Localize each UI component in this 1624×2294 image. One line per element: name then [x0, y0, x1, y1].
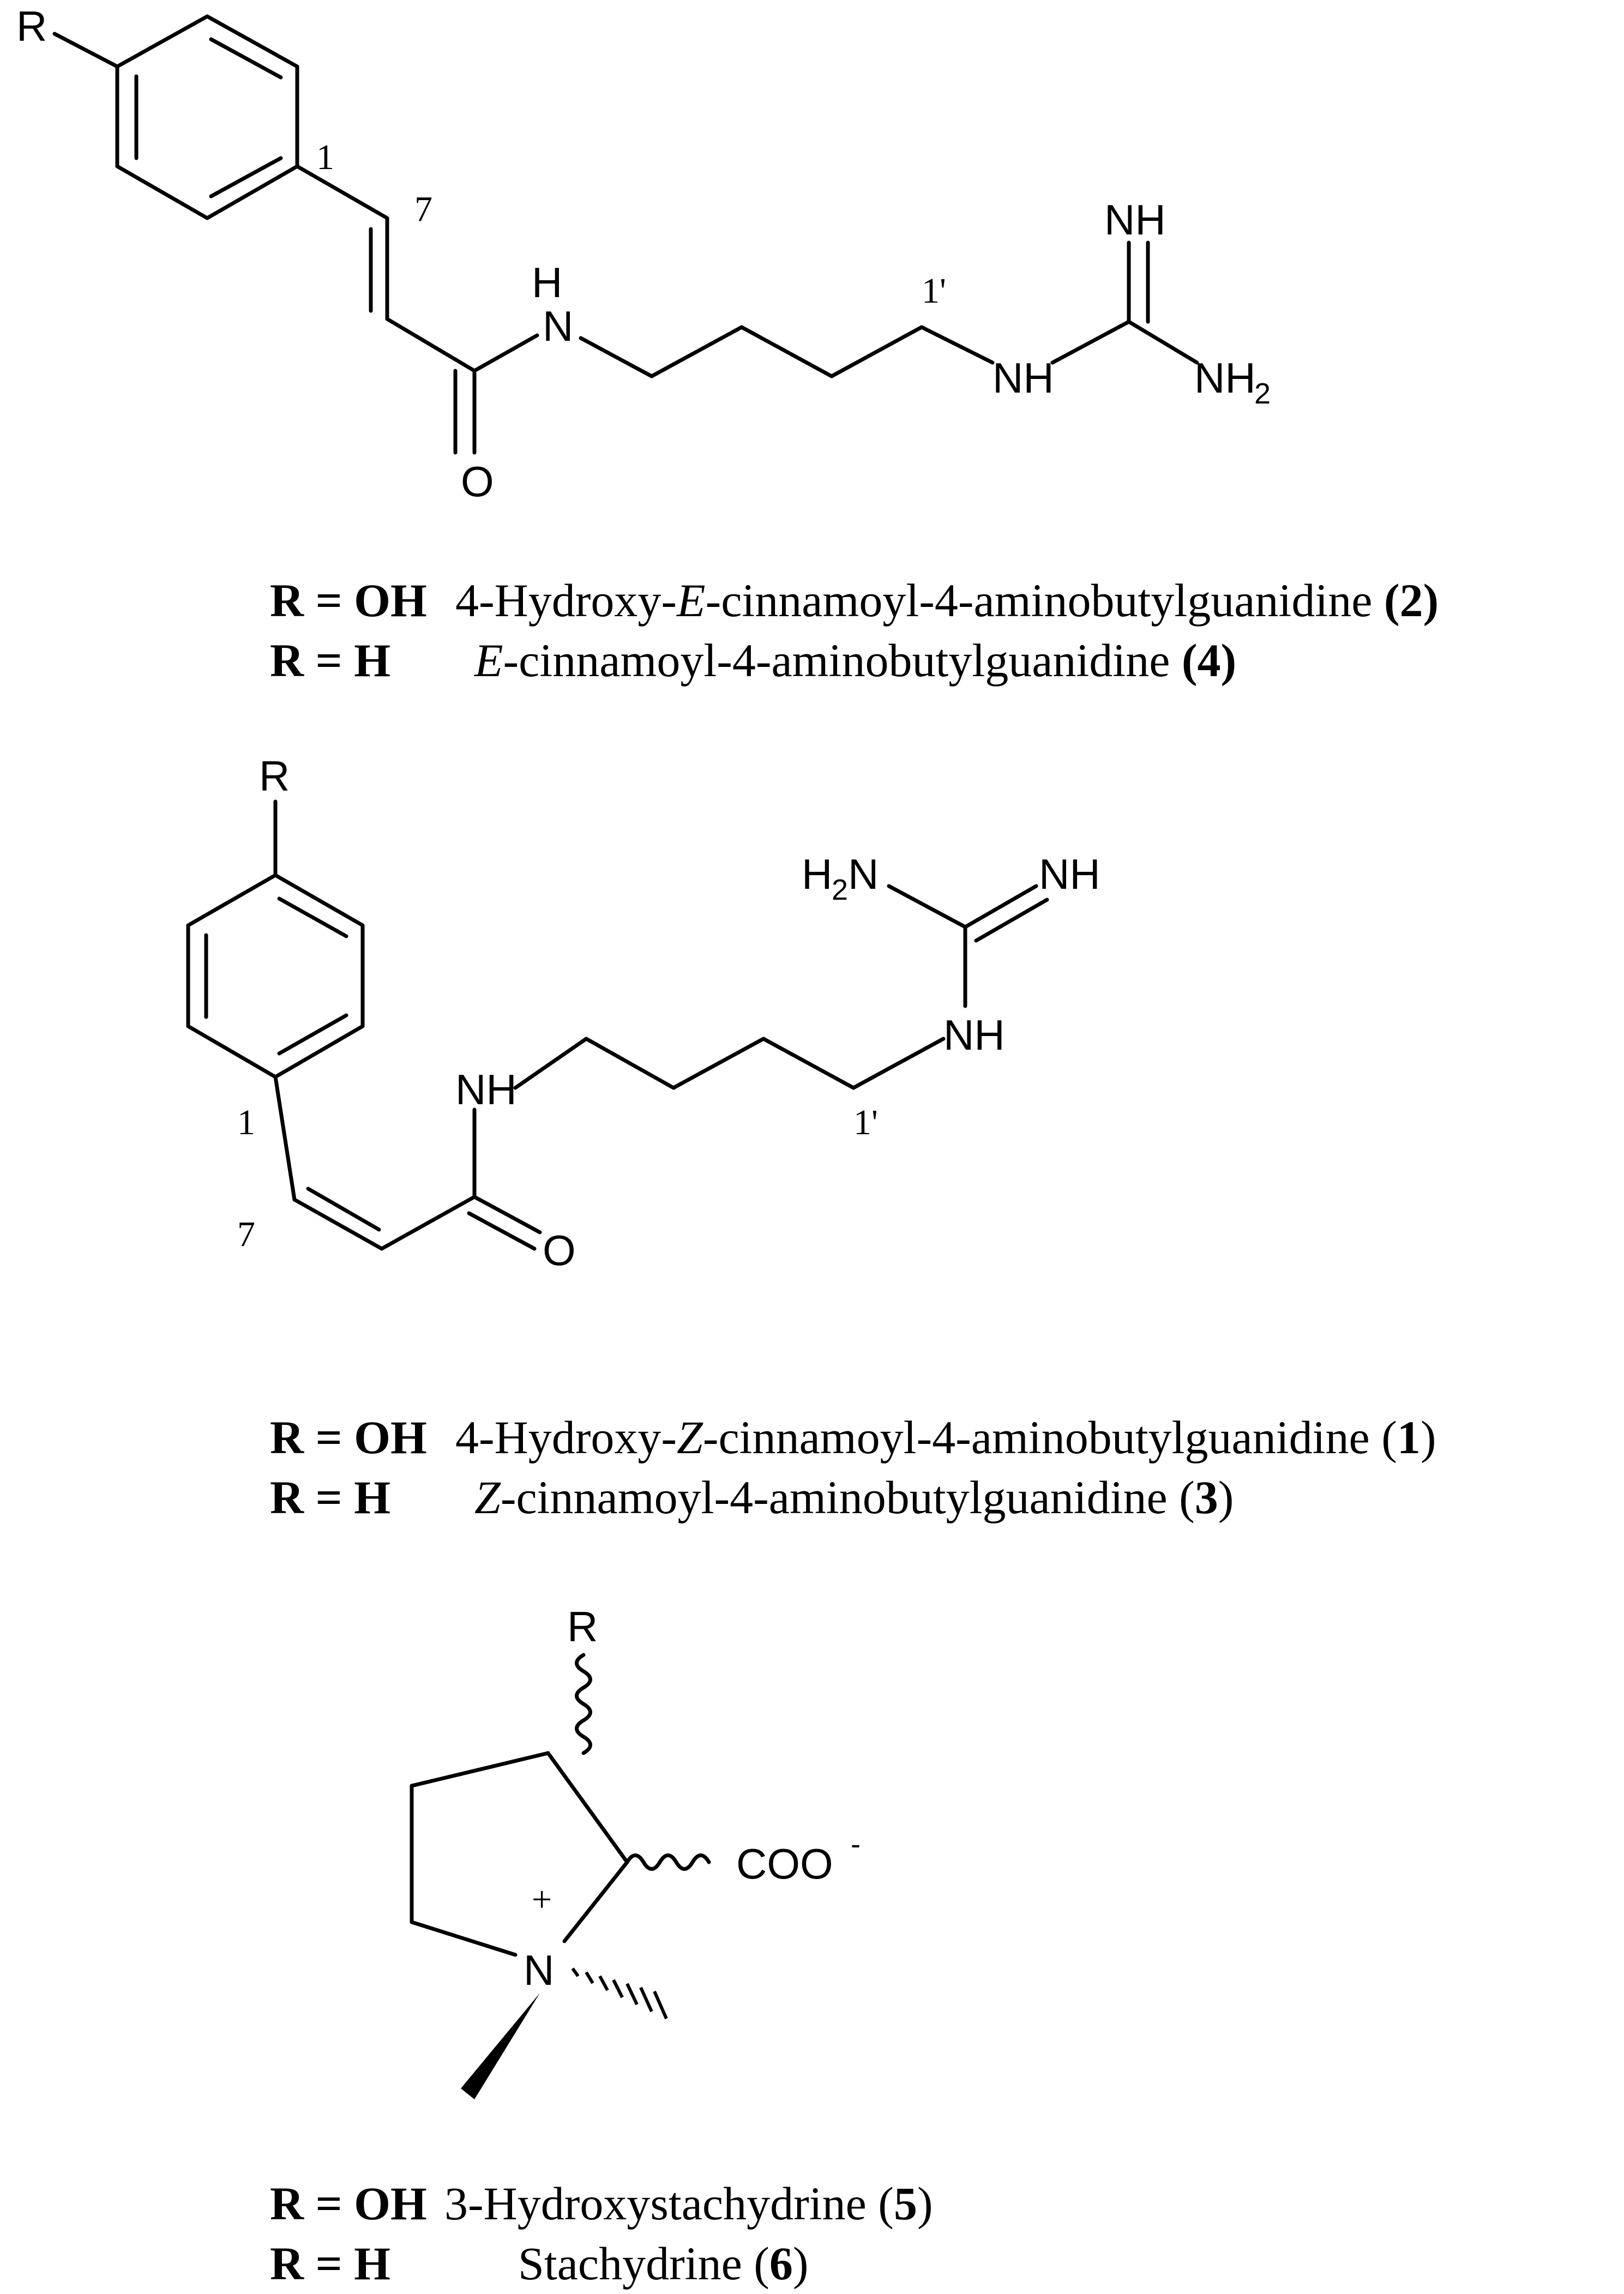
butyl-bond [739, 325, 834, 378]
caption-name-1: 4-Hydroxy-Z-cinnamoyl-4-aminobutylguanid… [455, 1411, 1436, 1464]
butyl-bond [671, 1037, 766, 1090]
caption-line-4: R = H [270, 634, 390, 687]
r-label-z: R [259, 752, 290, 800]
c1-c7-bond [295, 164, 389, 220]
butyl-bond [584, 1037, 676, 1090]
nh-link-label: NH [943, 1011, 1005, 1059]
hashed-methyl-bond [571, 1967, 668, 2020]
imine-double-bond-z [963, 884, 1038, 929]
caption-e-compounds: R = OH 4-Hydroxy-E-cinnamoyl-4-aminobuty… [270, 574, 1439, 687]
caption-name-6: Stachydrine (6) [518, 2237, 809, 2290]
butyl-bond [579, 336, 654, 378]
amine-bond-z [887, 884, 967, 929]
r-oh-label: R = OH [270, 574, 427, 627]
caption-line-2: R = OH [270, 574, 427, 627]
c1-prime-label-z: 1' [853, 1103, 878, 1142]
structure-z-cinnamoyl: R O NH 1' NH H 2 N NH 1 7 [186, 752, 1100, 1274]
r-oh-label-z: R = OH [270, 1411, 427, 1464]
caption-stachydrine-compounds: R = OH 3-Hydroxystachydrine (5) R = H St… [270, 2177, 933, 2290]
benzene-ring-z [186, 873, 365, 1079]
pyrrolidine-ring-left [410, 1751, 550, 1957]
c8-c9-bond [385, 317, 477, 373]
butyl-bond [761, 1037, 856, 1090]
r-h-label: R = H [270, 634, 390, 687]
r-label: R [16, 2, 47, 50]
aromatic-inner-bond [209, 156, 283, 198]
r-h-label-stachydrine: R = H [270, 2237, 390, 2290]
pyrrolidine-bond-c3-c2 [546, 1751, 629, 1864]
caption-name-5: 3-Hydroxystachydrine (5) [444, 2177, 933, 2230]
amide-bond [472, 333, 539, 373]
c8-c9-bond-z [380, 1195, 477, 1251]
h2n-n-label: N [848, 850, 879, 898]
o-label: O [461, 457, 494, 505]
caption-name-2: 4-Hydroxy-E-cinnamoyl-4-aminobutylguanid… [455, 574, 1439, 627]
butyl-n-bond [919, 325, 995, 365]
o-label-z: O [543, 1226, 576, 1274]
caption-name-4: E-cinnamoyl-4-aminobutylguanidine (4) [473, 634, 1236, 687]
coo-charge: - [851, 1828, 861, 1861]
nh-h-label: H [532, 258, 562, 306]
carbonyl-bond-z [472, 1195, 542, 1235]
c1-locant-z: 1 [237, 1103, 255, 1142]
nh2-subscript: 2 [1254, 377, 1271, 410]
h2n-subscript: 2 [832, 874, 848, 906]
c7-locant-z: 7 [237, 1214, 255, 1254]
wavy-bond-r [575, 1653, 592, 1755]
carbonyl-bond-z-inner [467, 1211, 537, 1251]
aromatic-inner-bond [209, 37, 283, 80]
imine-nh-label-z: NH [1039, 850, 1100, 898]
plus-charge: + [532, 1880, 552, 1919]
butyl-n-bond [851, 1037, 946, 1090]
pyrrolidine-bond-c2-n [562, 1860, 629, 1943]
amine-bond [1127, 320, 1199, 365]
wedge-methyl-bond [461, 1993, 540, 2099]
n-label: N [524, 1946, 554, 1994]
imine-double-bond-z-inner [974, 898, 1049, 943]
c1-locant: 1 [316, 137, 334, 177]
r-oh-label-stachydrine: R = OH [270, 2177, 427, 2230]
caption-name-3: Z-cinnamoyl-4-aminobutylguanidine (3) [474, 1471, 1234, 1524]
butyl-bond [513, 1037, 588, 1090]
guanidine-bond [1050, 320, 1131, 365]
nh-label-z: NH [455, 1065, 517, 1113]
caption-z-compounds: R = OH 4-Hydroxy-Z-cinnamoyl-4-aminobuty… [270, 1411, 1436, 1524]
nh-label: NH [993, 354, 1054, 402]
r-h-label-z: R = H [270, 1471, 390, 1524]
butyl-bond [829, 325, 924, 378]
butyl-bond [649, 325, 744, 378]
nh2-label: NH [1194, 354, 1256, 402]
cis-double-bond-inner [306, 1187, 381, 1232]
c1-c7-bond-z [273, 1075, 297, 1202]
r-bond [52, 32, 119, 69]
structure-stachydrine: R COO - + N [410, 1603, 861, 2099]
imine-nh-label: NH [1104, 196, 1166, 244]
c7-locant: 7 [414, 189, 432, 229]
coo-label: COO [736, 1840, 833, 1888]
nh-n-label: N [543, 302, 573, 350]
cis-double-bond [292, 1197, 384, 1251]
c1-prime-label: 1' [922, 271, 946, 311]
structure-e-cinnamoyl: R O H N 1' NH NH NH 2 1 7 [16, 2, 1271, 505]
benzene-ring-e [115, 14, 299, 220]
aromatic-inner-bond [277, 896, 348, 938]
h2n-h-label: H [802, 850, 832, 898]
r-label-stachydrine: R [567, 1603, 598, 1651]
aromatic-inner-bond [277, 1013, 348, 1056]
wavy-bond-coo [625, 1853, 711, 1871]
